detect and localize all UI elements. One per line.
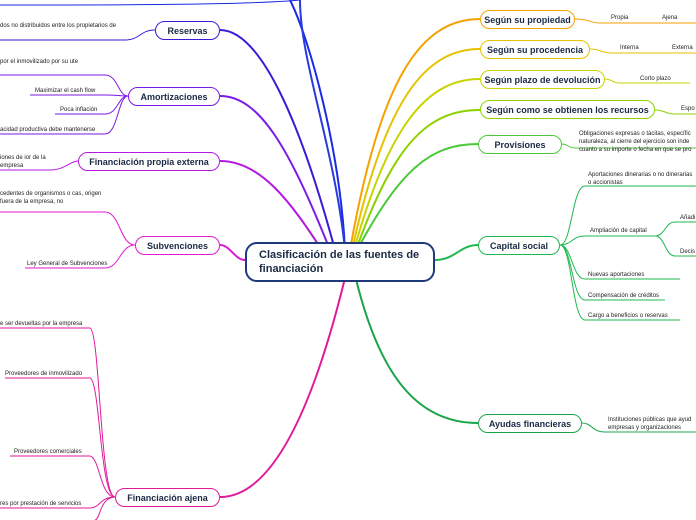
node-label: Subvenciones bbox=[146, 240, 209, 251]
leaf-cargo-beneficios[interactable]: Cargo a beneficios o reservas bbox=[588, 313, 668, 319]
leaf-ley-general-subvenciones[interactable]: Ley General de Subvenciones bbox=[27, 261, 108, 267]
central-topic[interactable]: Clasificación de las fuentes de financia… bbox=[245, 242, 435, 282]
node-capital-social[interactable]: Capital social bbox=[478, 236, 560, 255]
node-obtencion-recursos[interactable]: Según como se obtienen los recursos bbox=[480, 100, 655, 119]
leaf-decis[interactable]: Decis bbox=[680, 249, 696, 255]
leaf-propia-externa-text[interactable]: iones de ior de la empresa bbox=[0, 155, 46, 169]
node-segun-propiedad[interactable]: Según su propiedad bbox=[480, 10, 575, 29]
leaf-compensacion-creditos[interactable]: Compensación de créditos bbox=[588, 293, 660, 299]
leaf-proveedores-comerciales[interactable]: Proveedores comerciales bbox=[14, 449, 82, 455]
node-ayudas-financieras[interactable]: Ayudas financieras bbox=[478, 414, 582, 433]
leaf-maximizar-cash-flow[interactable]: Maximizar el cash flow bbox=[35, 88, 96, 94]
node-label: Según como se obtienen los recursos bbox=[486, 104, 649, 115]
leaf-interna[interactable]: Interna bbox=[620, 45, 639, 51]
node-label: Reservas bbox=[167, 25, 208, 36]
leaf-espo[interactable]: Espo bbox=[681, 106, 695, 112]
node-subvenciones[interactable]: Subvenciones bbox=[135, 236, 220, 255]
node-label: Según su propiedad bbox=[484, 14, 571, 25]
leaf-anadi[interactable]: Añadi bbox=[680, 215, 696, 221]
node-label: Ayudas financieras bbox=[488, 418, 572, 429]
leaf-subvenciones-origen[interactable]: cedentes de organismos o cas, origen fue… bbox=[0, 191, 102, 205]
node-plazo-devolucion[interactable]: Según plazo de devolución bbox=[480, 70, 605, 89]
node-segun-procedencia[interactable]: Según su procedencia bbox=[480, 40, 590, 59]
node-label: Capital social bbox=[489, 240, 549, 251]
leaf-devueltas-empresa[interactable]: e ser devueltas por la empresa bbox=[0, 321, 83, 327]
leaf-ayudas-text[interactable]: Instituciones públicas que ayud empresas… bbox=[608, 417, 692, 431]
leaf-provisiones-text[interactable]: Obligaciones expresas o tácitas, específ… bbox=[579, 131, 692, 153]
leaf-propia[interactable]: Propia bbox=[611, 15, 629, 21]
node-label: Provisiones bbox=[494, 139, 546, 150]
node-label: Amortizaciones bbox=[140, 91, 208, 102]
leaf-proveedores-inmovilizado[interactable]: Proveedores de inmovilizado bbox=[5, 371, 83, 377]
node-financiacion-propia-externa[interactable]: Financiación propia externa bbox=[78, 152, 220, 171]
leaf-prestacion-servicios[interactable]: res por prestación de servicios bbox=[0, 501, 82, 507]
leaf-externa[interactable]: Externa bbox=[672, 45, 693, 51]
node-provisiones[interactable]: Provisiones bbox=[478, 135, 562, 154]
leaf-poca-inflacion[interactable]: Poca inflación bbox=[60, 107, 98, 113]
node-reservas[interactable]: Reservas bbox=[155, 21, 220, 40]
node-label: Según plazo de devolución bbox=[484, 74, 601, 85]
node-financiacion-ajena[interactable]: Financiación ajena bbox=[115, 488, 220, 507]
node-label: Financiación propia externa bbox=[89, 156, 209, 167]
leaf-nuevas-aportaciones[interactable]: Nuevas aportaciones bbox=[588, 272, 645, 278]
central-topic-label: Clasificación de las fuentes de financia… bbox=[259, 249, 420, 275]
node-label: Financiación ajena bbox=[127, 492, 208, 503]
leaf-aportaciones[interactable]: Aportaciones dinerarias o no dinerarias … bbox=[588, 172, 693, 186]
leaf-ampliacion-capital[interactable]: Ampliación de capital bbox=[590, 228, 647, 234]
leaf-corto-plazo[interactable]: Corto plazo bbox=[640, 76, 671, 82]
leaf-ajena[interactable]: Ajena bbox=[662, 15, 678, 21]
node-amortizaciones[interactable]: Amortizaciones bbox=[128, 87, 220, 106]
leaf-capacidad-productiva[interactable]: acidad productiva debe mantenerse bbox=[0, 127, 96, 133]
leaf-amortizacion-inmovilizado[interactable]: por el inmovilizado por su ute bbox=[0, 59, 79, 65]
leaf-reservas-text[interactable]: dos no distribuidos entre los propietari… bbox=[0, 23, 117, 29]
node-label: Según su procedencia bbox=[486, 44, 584, 55]
